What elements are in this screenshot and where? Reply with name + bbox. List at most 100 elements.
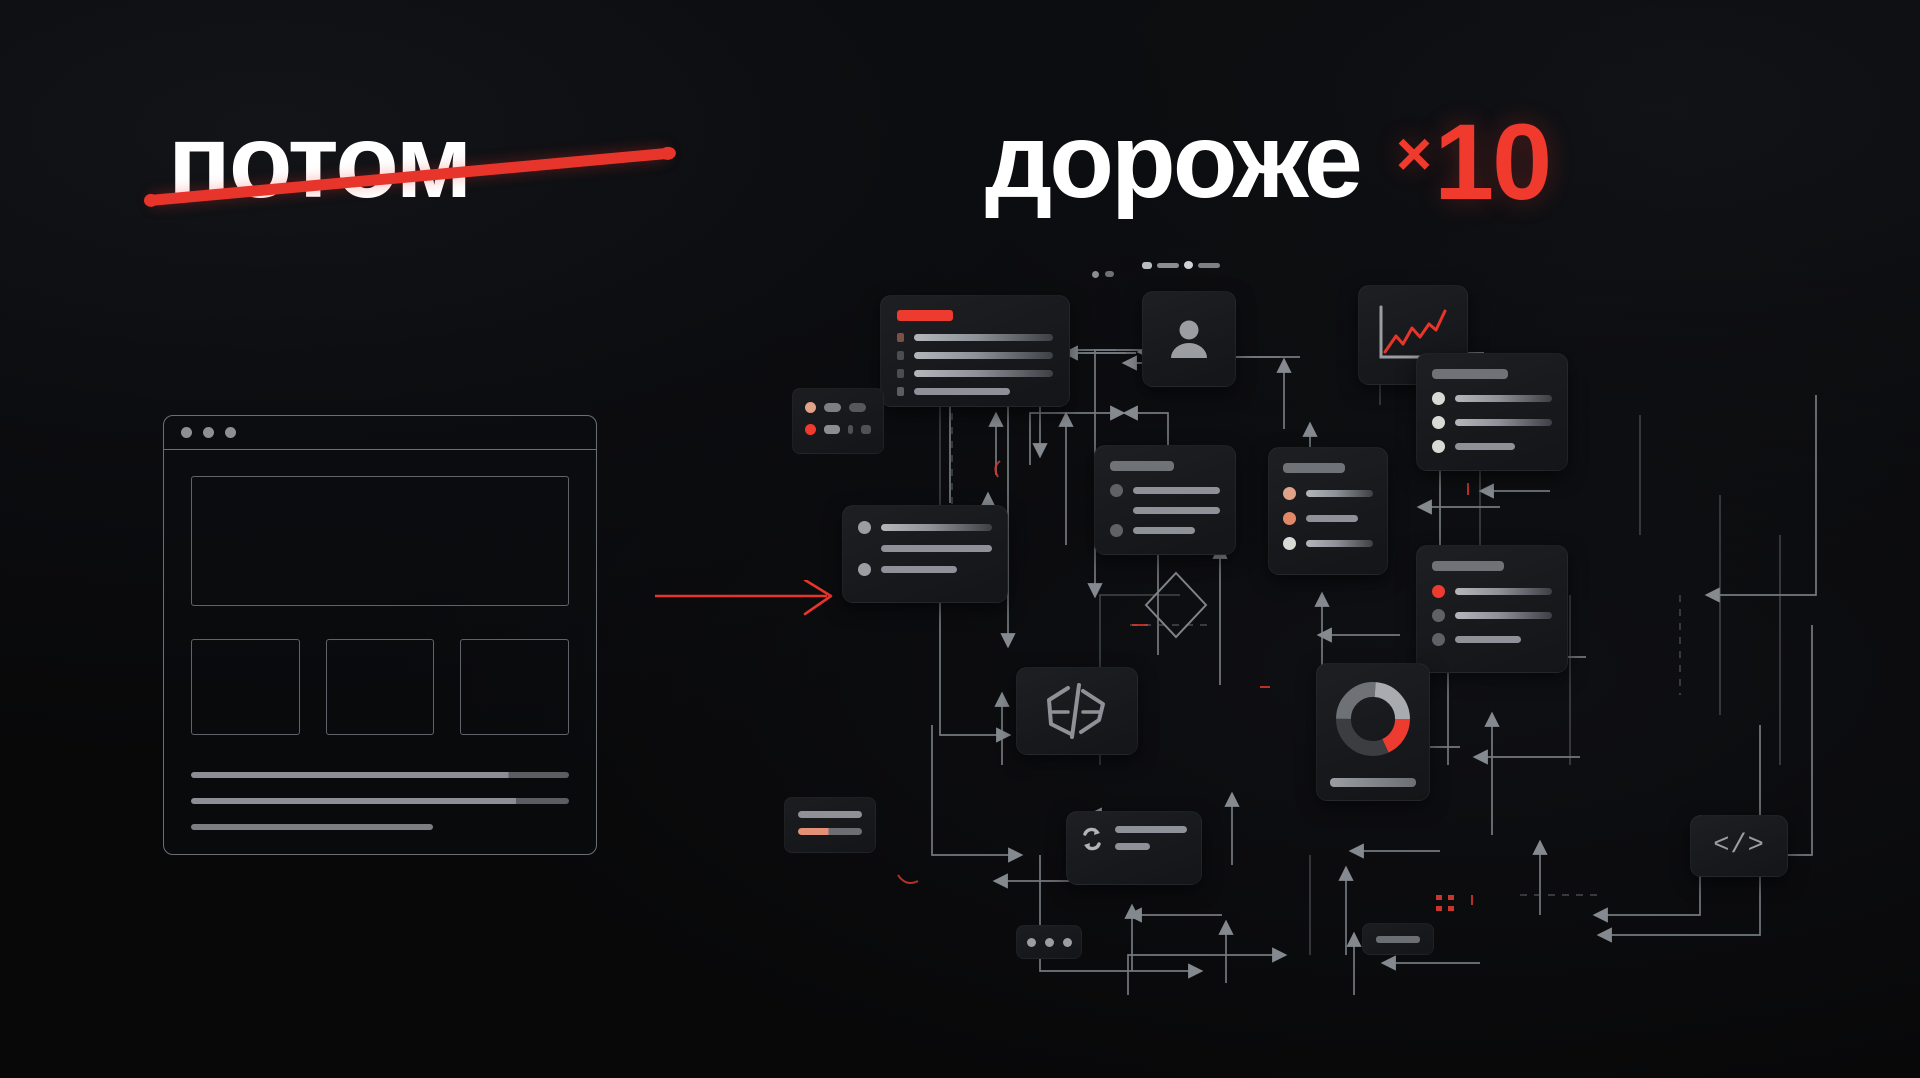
hero-placeholder xyxy=(191,476,569,606)
arrow-right-icon xyxy=(655,580,833,616)
progress-chip[interactable] xyxy=(784,797,876,853)
status-pill xyxy=(861,425,871,434)
window-maximize-dot-icon xyxy=(225,427,236,438)
progress-bar-icon xyxy=(798,828,862,835)
row-dot-icon xyxy=(1110,524,1123,537)
list-row xyxy=(897,333,1053,342)
red-header-bar xyxy=(897,310,953,321)
ellipsis-icon xyxy=(1044,937,1054,947)
donut-chart-icon xyxy=(1330,680,1416,758)
list-row xyxy=(1432,416,1552,429)
row-dot-icon xyxy=(1432,392,1445,405)
status-pill xyxy=(847,425,854,434)
detail-list-card-b[interactable] xyxy=(1094,445,1236,555)
row-bar xyxy=(1455,419,1552,426)
headline-row: потом дороже × 10 xyxy=(0,0,1920,260)
ellipsis-icon xyxy=(1062,937,1072,947)
row-marker-icon xyxy=(897,351,904,360)
text-placeholder-lines xyxy=(191,772,569,830)
card-title-bar xyxy=(1110,461,1174,471)
multiplier-number: 10 xyxy=(1434,101,1552,222)
detail-list-card-a[interactable] xyxy=(842,505,1008,603)
status-dot-icon xyxy=(805,402,816,413)
status-pill xyxy=(849,403,866,412)
row-marker-icon xyxy=(897,387,904,396)
code-tag-icon: </> xyxy=(1713,831,1765,861)
row-bar xyxy=(914,388,1010,395)
row-bar xyxy=(1455,443,1515,450)
list-row xyxy=(1110,524,1220,537)
list-row xyxy=(1283,537,1373,550)
headline-word-dorozhe: дороже xyxy=(985,102,1363,220)
bar-stub-icon xyxy=(1376,935,1420,943)
card-title-bar xyxy=(1432,369,1508,379)
row-bar xyxy=(914,370,1053,377)
metric-summary-bar xyxy=(1330,778,1416,787)
status-dots-row xyxy=(805,424,871,435)
list-row xyxy=(1110,484,1220,497)
status-dot-icon xyxy=(805,424,816,435)
code-tag-chip[interactable]: </> xyxy=(1690,815,1788,877)
detail-list-card-e[interactable] xyxy=(1416,545,1568,673)
placeholder-card xyxy=(325,639,435,735)
row-bar xyxy=(914,334,1053,341)
multiply-sign-icon: × xyxy=(1395,120,1433,189)
detail-list-card-d[interactable] xyxy=(1416,353,1568,471)
code-brackets-node[interactable] xyxy=(1016,667,1138,755)
row-marker-icon xyxy=(897,333,904,342)
complex-system-diagram: </> xyxy=(784,261,1870,995)
sync-row-card[interactable] xyxy=(1066,811,1202,885)
placeholder-card xyxy=(460,639,570,735)
row-bar xyxy=(1115,843,1150,850)
row-marker-icon xyxy=(897,369,904,378)
row-dot-icon xyxy=(1283,487,1296,500)
row-dot-icon xyxy=(1432,585,1445,598)
diamond-node-icon xyxy=(1144,571,1208,639)
row-bar xyxy=(1115,826,1187,833)
row-dot-icon xyxy=(1432,416,1445,429)
progress-track xyxy=(798,811,862,818)
row-bar xyxy=(1306,540,1373,547)
list-row xyxy=(858,545,992,552)
alert-list-card[interactable] xyxy=(880,295,1070,407)
row-bar xyxy=(1133,487,1220,494)
list-row xyxy=(1432,440,1552,453)
row-bar xyxy=(1306,490,1373,497)
text-line xyxy=(191,772,569,778)
donut-metric-card[interactable] xyxy=(1316,663,1430,801)
card-title-bar xyxy=(1432,561,1504,571)
row-bar xyxy=(1306,515,1358,522)
stub-chip[interactable] xyxy=(1362,923,1434,955)
status-pill xyxy=(824,425,840,434)
status-dots-row xyxy=(805,402,871,413)
row-bar xyxy=(1455,395,1552,402)
detail-list-card-c[interactable] xyxy=(1268,447,1388,575)
row-bar xyxy=(1455,636,1521,643)
row-dot-icon xyxy=(1283,512,1296,525)
row-bar xyxy=(1455,612,1552,619)
row-dot-icon xyxy=(858,563,871,576)
row-bar xyxy=(881,545,992,552)
list-row xyxy=(1432,609,1552,622)
browser-viewport xyxy=(164,450,596,830)
user-profile-card[interactable] xyxy=(1142,291,1236,387)
headline-right-group: дороже × 10 xyxy=(985,101,1552,222)
simple-wireframe-browser xyxy=(163,415,597,855)
window-minimize-dot-icon xyxy=(203,427,214,438)
row-dot-icon xyxy=(1283,537,1296,550)
row-bar xyxy=(1133,507,1220,514)
list-row xyxy=(1432,633,1552,646)
multiplier-badge: × 10 xyxy=(1395,101,1552,222)
list-row xyxy=(897,351,1053,360)
row-bar xyxy=(914,352,1053,359)
status-dots-chip[interactable] xyxy=(792,388,884,454)
user-avatar-icon xyxy=(1143,292,1235,386)
ellipsis-icon xyxy=(1026,937,1036,947)
ellipsis-chip[interactable] xyxy=(1016,925,1082,959)
list-row xyxy=(1432,392,1552,405)
code-brackets-icon xyxy=(1017,668,1137,754)
connector-ornament xyxy=(1142,259,1222,271)
browser-title-bar xyxy=(164,416,596,450)
row-dot-icon xyxy=(858,521,871,534)
list-row xyxy=(897,387,1053,396)
